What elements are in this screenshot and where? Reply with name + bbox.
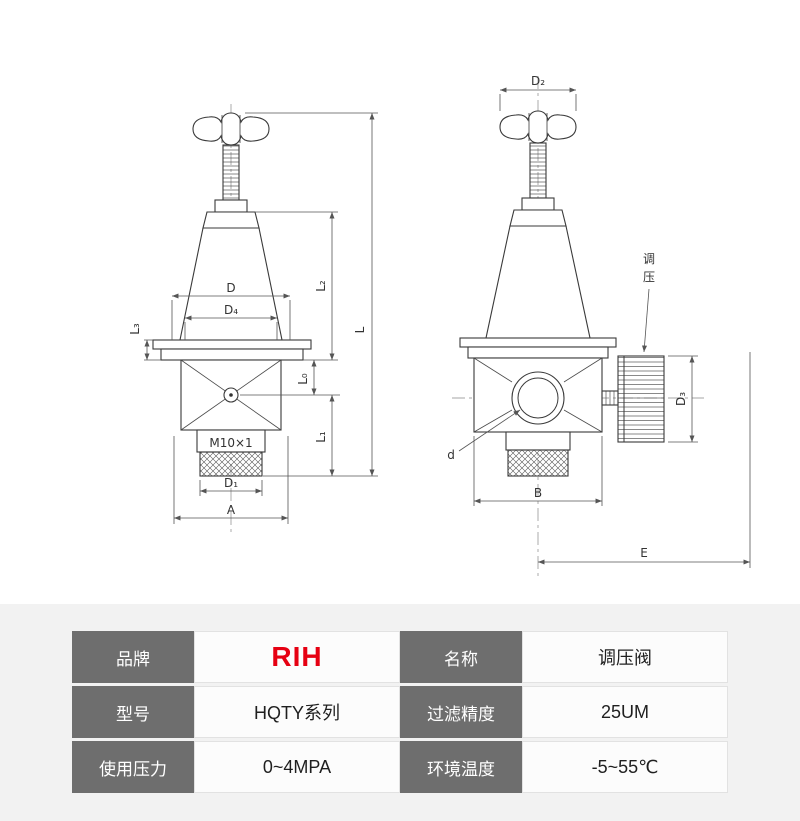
hand-knob [192,112,270,146]
dim-label-D2: D₂ [531,74,545,88]
dim-label-L0: L₀ [296,373,310,385]
stem-nut [214,199,248,213]
stem-nut-side [521,197,555,211]
spec-label-model: 型号 [72,686,194,738]
lower-block-side [505,431,571,451]
spec-table: 品牌 RIH 名称 调压阀 型号 HQTY系列 过滤精度 25UM 使用压力 0… [72,631,728,793]
knurled-cap-side [507,449,569,477]
technical-drawing-area: M10×1 D D₄ L₃ L₂ [128,74,751,576]
threaded-stem-side [529,142,547,199]
dim-label-D: D [226,281,235,295]
spec-label-filtration: 过滤精度 [400,686,522,738]
spec-value-pressure: 0~4MPA [194,741,400,793]
spec-label-name: 名称 [400,631,522,683]
thread-spec-label: M10×1 [209,436,252,450]
dim-label-B: B [534,486,542,500]
hand-knob-side [499,110,577,144]
dim-label-L: L [353,326,367,333]
port-outer-circle [511,371,565,425]
bonnet-cap [202,211,260,229]
spec-value-filtration: 25UM [522,686,728,738]
spec-value-name: 调压阀 [522,631,728,683]
adjust-knob [617,355,665,443]
spec-table-band: 品牌 RIH 名称 调压阀 型号 HQTY系列 过滤精度 25UM 使用压力 0… [0,604,800,821]
spec-label-pressure: 使用压力 [72,741,194,793]
flange-plate-bottom-side [467,346,609,359]
adjust-screw-stub [601,390,619,406]
spec-label-temperature: 环境温度 [400,741,522,793]
flange-plate-bottom [160,348,304,361]
spec-value-model: HQTY系列 [194,686,400,738]
dim-label-D4: D₄ [224,303,238,317]
adjust-pressure-leader [642,288,650,353]
valve-technical-drawing: M10×1 D D₄ L₃ L₂ [128,74,751,576]
body-corner-lines [473,357,603,433]
dim-label-A: A [227,503,236,517]
dim-label-D3: D₃ [674,392,688,406]
flange-plate-top-side [459,337,617,348]
flange-plate-top [152,339,312,350]
spec-value-brand: RIH [194,631,400,683]
front-view-drawing: M10×1 D D₄ L₃ L₂ [128,104,378,534]
port-diameter-label: d [447,448,455,462]
valve-seat-center [229,393,233,397]
adjust-pressure-label-char2: 压 [643,270,655,284]
spring-housing-side [485,225,591,339]
side-view-drawing: D₂ 调 压 [447,74,751,576]
port-inner-circle [517,377,559,419]
dim-label-L1: L₁ [314,431,328,443]
bonnet-cap-side [509,209,567,227]
spec-value-temperature: -5~55℃ [522,741,728,793]
port-diameter-leader [458,409,521,452]
dim-label-L2: L₂ [314,280,328,292]
dim-label-D1: D₁ [224,476,238,490]
knurled-cap [199,451,263,477]
threaded-stem [222,144,240,201]
dim-label-L3: L₃ [128,323,142,335]
dim-label-E: E [640,546,648,560]
spec-label-brand: 品牌 [72,631,194,683]
adjust-pressure-label-char1: 调 [643,252,655,266]
